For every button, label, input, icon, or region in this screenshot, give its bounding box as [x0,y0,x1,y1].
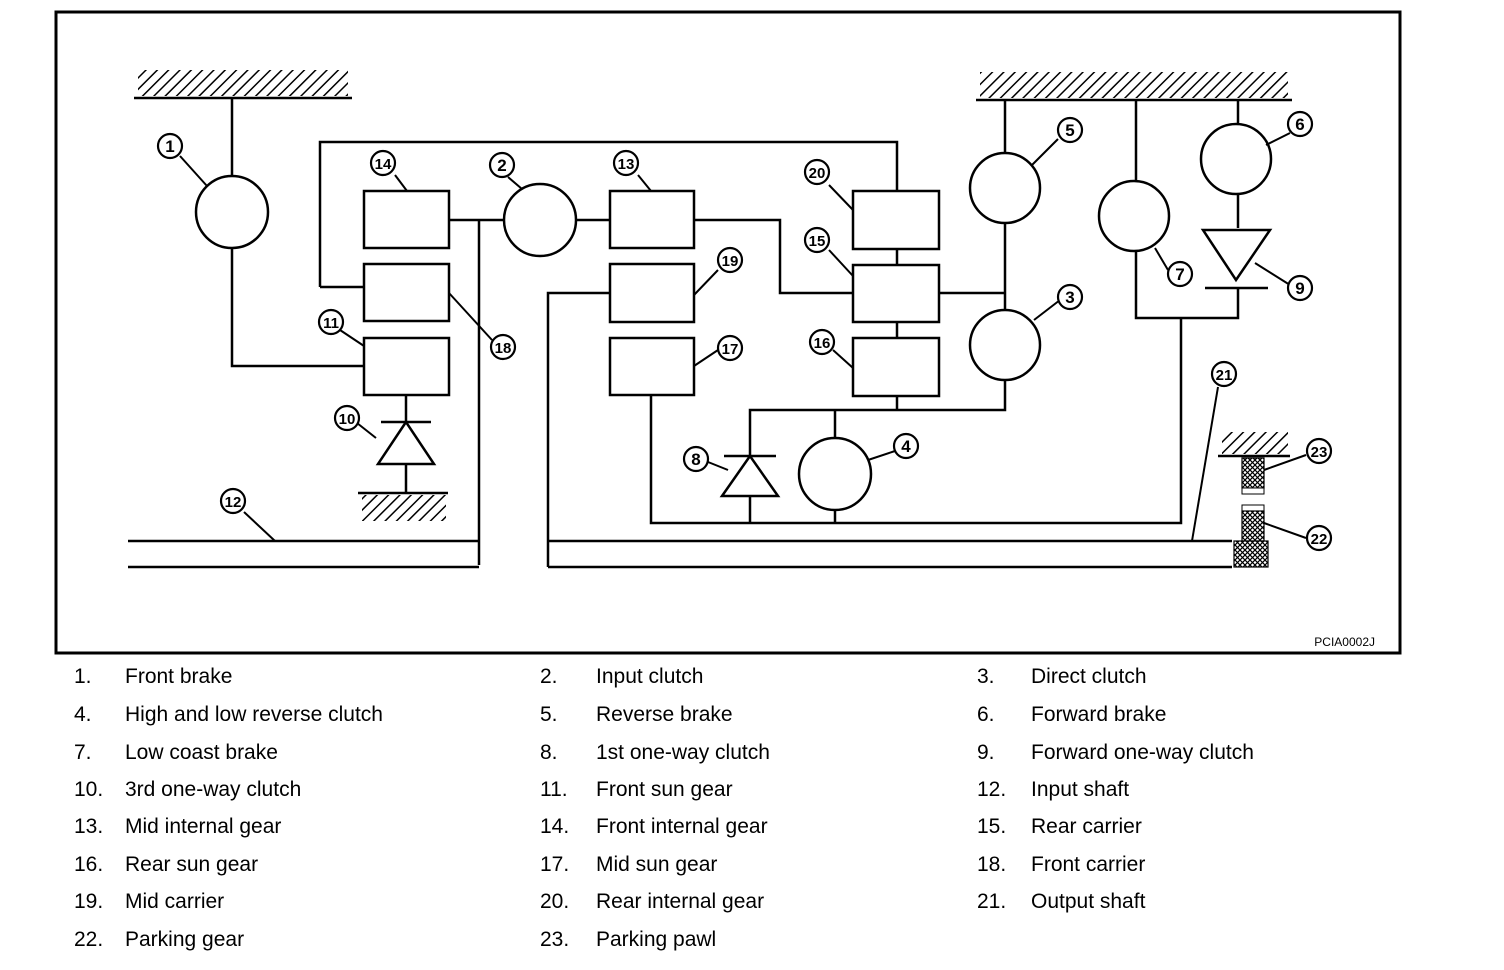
callout-14: 14 [369,149,397,177]
callout-16: 16 [808,328,836,356]
callout-15: 15 [803,226,831,254]
callout-number: 21 [1216,367,1233,384]
connection-lines [128,98,1240,569]
callout-number: 22 [1311,531,1328,548]
rear-carrier-element [851,263,941,324]
callout-19: 19 [716,246,744,274]
forward-brake-element [1199,122,1273,196]
callout-number: 2 [497,156,506,175]
callout-7: 7 [1166,260,1194,288]
callout-6: 6 [1286,110,1314,138]
high-low-reverse-clutch-element [797,436,873,512]
front-sun-gear-element [362,336,451,397]
rear-sun-gear-element [851,336,941,398]
callout-number: 1 [165,137,174,156]
callout-4: 4 [892,432,920,460]
callout-number: 17 [722,341,739,358]
clutch-brake-circles [194,122,1273,512]
callout-number: 20 [809,165,826,182]
first-one-way-clutch-symbol [719,453,781,498]
callout-number: 19 [722,253,739,270]
callout-21: 21 [1210,360,1238,388]
parking-gear-upper [1241,510,1265,542]
callout-number: 23 [1311,444,1328,461]
forward-one-way-clutch-symbol [1200,228,1273,290]
ground-hatch-bottom [358,491,448,521]
figure-id: PCIA0002J [1314,635,1375,649]
callout-number: 8 [691,450,700,469]
rear-internal-gear-element [851,189,941,251]
low-coast-brake-element [1097,179,1171,253]
callout-8: 8 [682,445,710,473]
callout-11: 11 [317,308,345,336]
callout-5: 5 [1056,116,1084,144]
callout-number: 6 [1295,115,1304,134]
mid-sun-gear-element [608,336,696,397]
callout-number: 11 [323,315,339,332]
input-clutch-element [502,182,578,258]
ground-hatch-left [134,70,352,100]
direct-clutch-element [968,308,1042,382]
ground-hatch-parking [1218,432,1290,458]
callout-22: 22 [1305,524,1333,552]
gear-rectangles [362,189,941,398]
front-brake-element [194,174,270,250]
one-way-clutch-symbols [375,228,1273,498]
callout-1: 1 [156,132,184,160]
reverse-brake-element [968,151,1042,225]
callout-13: 13 [612,149,640,177]
mid-carrier-element [608,262,696,324]
callout-17: 17 [716,334,744,362]
callout-3: 3 [1056,283,1084,311]
front-internal-gear-element [362,189,451,250]
callout-number: 4 [901,437,911,456]
callout-number: 13 [618,156,635,173]
callout-12: 12 [219,487,247,515]
callout-2: 2 [488,151,516,179]
ground-hatch-right [976,72,1292,102]
parking-gear-element [1233,540,1269,568]
callout-number: 7 [1175,265,1184,284]
leader-lines [179,132,1307,542]
callout-number: 16 [814,335,831,352]
diagram-frame [54,10,1402,655]
parking-pawl-element [1241,457,1265,489]
callout-20: 20 [803,158,831,186]
callout-number: 14 [375,156,392,173]
mid-internal-gear-element [608,189,696,250]
callout-number: 9 [1295,279,1304,298]
callout-number: 10 [339,411,356,428]
callout-18: 18 [489,333,517,361]
parking-mechanism [1233,457,1269,568]
callout-number: 3 [1065,288,1074,307]
callout-number: 12 [225,494,242,511]
callout-23: 23 [1305,437,1333,465]
callout-number: 5 [1065,121,1074,140]
third-one-way-clutch-symbol [375,419,437,466]
callout-number: 18 [495,340,512,357]
front-carrier-element [362,262,451,323]
callout-number: 15 [809,233,826,250]
callout-9: 9 [1286,274,1314,302]
callout-10: 10 [333,404,361,432]
